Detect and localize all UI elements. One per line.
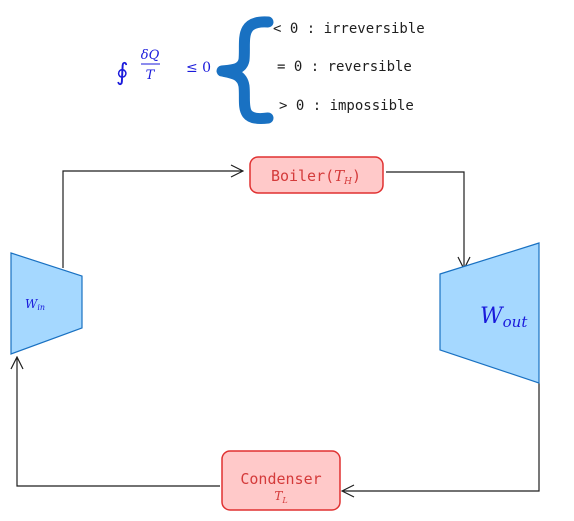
pump-work-label: Win <box>25 297 45 312</box>
cycle-connectors <box>17 171 540 491</box>
fraction-denominator: T <box>146 68 156 83</box>
pump-device: Win <box>10 252 83 355</box>
fraction-numerator: δQ <box>141 48 160 63</box>
integral-symbol: ∮ <box>116 58 129 86</box>
curly-brace <box>216 16 274 125</box>
case-impossible: > 0 : impossible <box>279 98 414 114</box>
turbine-to-condenser-arrow <box>343 383 540 491</box>
condenser-label: Condenser <box>240 470 321 488</box>
boiler-box: Boiler(TH) <box>249 156 384 194</box>
pump-to-boiler-arrow <box>62 171 242 268</box>
turbine-work-label: Wout <box>480 304 528 331</box>
condenser-temperature: TL <box>274 489 287 505</box>
condenser-box: Condenser TL <box>221 450 341 511</box>
turbine-device: Wout <box>439 242 540 384</box>
clausius-inequality: ∮ δQ T ≤ 0 < 0 : irreversible = 0 : reve… <box>116 16 425 125</box>
case-irreversible: < 0 : irreversible <box>273 21 425 37</box>
boiler-to-turbine-arrow <box>386 171 464 268</box>
condenser-to-pump-arrow <box>17 358 220 487</box>
boiler-label: Boiler(TH) <box>271 167 361 187</box>
case-reversible: = 0 : reversible <box>277 59 412 75</box>
relation-text: ≤ 0 <box>186 60 211 76</box>
